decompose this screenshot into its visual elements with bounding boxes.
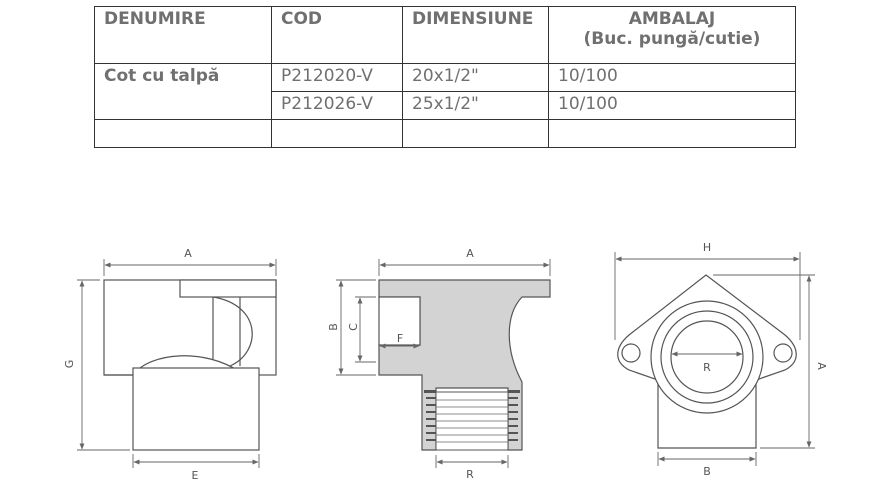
- dim-label-f-view2: F: [397, 332, 403, 345]
- header-ambalaj-line1: AMBALAJ: [628, 9, 716, 29]
- product-spec-table: DENUMIRE COD DIMENSIUNE AMBALAJ (Buc. pu…: [94, 6, 796, 148]
- table-header-row: DENUMIRE COD DIMENSIUNE AMBALAJ (Buc. pu…: [94, 6, 796, 64]
- header-ambalaj: AMBALAJ (Buc. pungă/cutie): [548, 6, 796, 64]
- dim-label-a-view2: A: [466, 247, 474, 260]
- section-view-drawing: [378, 279, 551, 451]
- ambalaj-cell: 10/100: [548, 63, 796, 92]
- dim-label-a-view1: A: [184, 247, 192, 260]
- dim-label-c-view2: C: [347, 323, 360, 331]
- section-view-dimensions: [336, 259, 551, 468]
- dim-label-g-view1: G: [63, 360, 76, 369]
- dim-label-h-view3: H: [703, 241, 711, 254]
- dim-label-b-view3: B: [703, 465, 711, 478]
- side-view-drawing: [103, 279, 277, 451]
- dim-label-r-view3: R: [703, 361, 711, 374]
- front-view-drawing: [617, 274, 797, 449]
- ambalaj-cell: 10/100: [548, 91, 796, 120]
- dim-label-a-view3: A: [815, 362, 828, 370]
- cod-cell: P212026-V: [271, 91, 403, 120]
- product-name-cell: Cot cu talpă: [94, 63, 272, 92]
- dim-label-r-view2: R: [466, 468, 474, 481]
- header-cod: COD: [271, 6, 403, 64]
- empty-cell: [402, 119, 549, 148]
- table-row: Cot cu talpă P212020-V 20x1/2" 10/100: [94, 63, 796, 92]
- side-view-dimensions: [77, 259, 277, 468]
- front-view-dimensions: [614, 252, 815, 466]
- empty-cell: [271, 119, 403, 148]
- cod-cell: P212020-V: [271, 63, 403, 92]
- table-row-empty: [94, 119, 796, 148]
- header-denumire: DENUMIRE: [94, 6, 272, 64]
- dim-label-e-view1: E: [192, 469, 199, 482]
- header-ambalaj-line2: (Buc. pungă/cutie): [583, 29, 761, 49]
- empty-cell: [548, 119, 796, 148]
- empty-cell: [94, 119, 272, 148]
- dim-label-b-view2: B: [327, 323, 340, 331]
- empty-name-cell: [94, 91, 272, 120]
